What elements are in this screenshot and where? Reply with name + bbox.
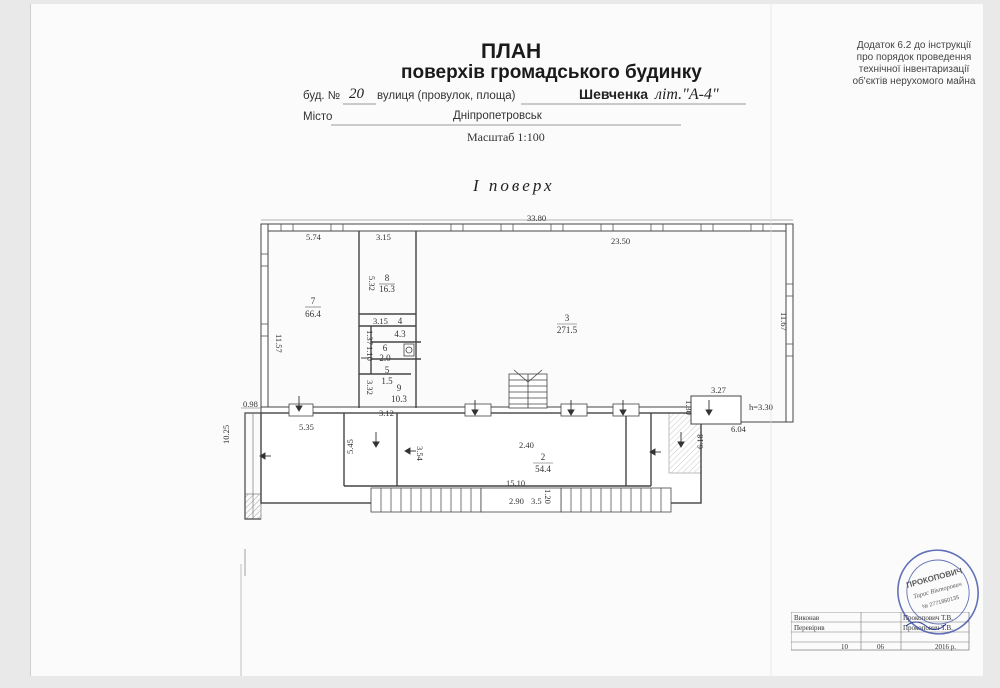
plan-title: ПЛАН xyxy=(481,40,542,63)
sig-date-year: 2016 р. xyxy=(935,643,956,651)
dim-lower-left-h: 10.25 xyxy=(221,425,231,444)
room-7-number: 7 xyxy=(311,296,316,306)
dim-right-ext-w: 3.27 xyxy=(711,385,726,395)
sig-row2-label: Перевірив xyxy=(794,624,825,632)
dim-right-ext-h: 1.30 xyxy=(684,400,694,415)
dim-right-ext-h2: h=3.30 xyxy=(749,402,773,412)
room-3-area: 271.5 xyxy=(557,325,578,335)
dim-room9-h: 3.32 xyxy=(365,380,375,395)
dim-room4-w: 3.15 xyxy=(373,316,388,326)
room-7-area: 66.4 xyxy=(305,309,321,319)
appendix-line-4: об'єктів нерухомого майна xyxy=(852,76,976,87)
scale: Масштаб 1:100 xyxy=(467,130,545,144)
room-6-area: 2.0 xyxy=(379,353,391,363)
dim-room6-h: 1.10 xyxy=(365,346,375,361)
dim-top-right: 23.50 xyxy=(611,236,630,246)
dim-stair-mid: 3.5 xyxy=(531,496,542,506)
form-underlines xyxy=(331,103,746,126)
plan-subtitle: поверхів громадського будинку xyxy=(401,62,702,83)
room-6-number: 6 xyxy=(383,343,388,353)
floor-label: I поверх xyxy=(473,176,555,195)
street-label: вулиця (провулок, площа) xyxy=(377,90,516,102)
interior-walls xyxy=(358,231,421,408)
dimension-lines xyxy=(241,219,793,576)
sig-row1-name: Прокопович Т.В. xyxy=(903,614,953,622)
street-name: Шевченка xyxy=(579,86,649,102)
dim-stair-w: 2.90 xyxy=(509,496,524,506)
room-8-number: 8 xyxy=(385,273,390,283)
room-3-number: 3 xyxy=(565,313,570,323)
city-name: Дніпропетровськ xyxy=(453,110,542,122)
document-sheet: Додаток 6.2 до інструкції про порядок пр… xyxy=(30,4,983,676)
official-stamp: ПРОКОПОВИЧ Тарас Вікторович № 2771860135 xyxy=(897,549,979,635)
dim-total-width: 33.80 xyxy=(527,213,546,223)
lit-designation: літ."А-4" xyxy=(655,86,719,103)
sig-row1-label: Виконав xyxy=(794,614,820,622)
dim-room4-h: 1.37 xyxy=(365,330,375,345)
building-number: 20 xyxy=(349,86,364,102)
room-4-number: 4 xyxy=(398,316,403,326)
dim-vestibule-h: 5.45 xyxy=(345,439,355,454)
appendix-line-3: технічної інвентаризації xyxy=(858,64,970,75)
city-label: Місто xyxy=(303,111,333,123)
dim-room9-w: 3.12 xyxy=(379,408,394,418)
dim-top-mid: 3.15 xyxy=(376,232,391,242)
room-2-area: 54.4 xyxy=(535,464,551,474)
dim-stair-h: 1.20 xyxy=(543,489,553,504)
bottom-stairs xyxy=(370,487,672,513)
appendix-note: Додаток 6.2 до інструкції про порядок пр… xyxy=(839,40,989,88)
room-labels: 7 66.4 8 16.3 3 271.5 4 4.3 6 2.0 5 1.5 … xyxy=(305,273,578,474)
dim-left-offset: 0.98 xyxy=(243,399,258,409)
dimension-texts: 33.80 5.74 3.15 23.50 11.57 11.67 5.32 3… xyxy=(221,213,789,506)
room-8-area: 16.3 xyxy=(379,284,395,294)
floor-plan: 33.80 5.74 3.15 23.50 11.57 11.67 5.32 3… xyxy=(221,4,794,676)
room-5-number: 5 xyxy=(385,365,390,375)
sig-date-month: 06 xyxy=(877,643,885,651)
dim-right-low-h: 6.18 xyxy=(695,434,705,449)
room-2-number: 2 xyxy=(541,452,546,462)
appendix-line-2: про порядок проведення xyxy=(856,52,972,63)
dim-corridor-h: 3.54 xyxy=(415,446,425,462)
appendix-line-1: Додаток 6.2 до інструкції xyxy=(856,40,972,51)
stamp-number: № 2771860135 xyxy=(922,595,960,611)
dim-corridor-w: 2.40 xyxy=(519,440,534,450)
sig-date-day: 10 xyxy=(841,643,849,651)
dim-room8-h: 5.32 xyxy=(367,276,377,291)
room-4-area: 4.3 xyxy=(394,329,406,339)
dim-left-height: 11.57 xyxy=(274,334,284,353)
dim-right-low-w: 6.04 xyxy=(731,424,747,434)
central-stair xyxy=(508,369,548,409)
door-arrows xyxy=(259,357,713,460)
dim-lower-left-w: 5.35 xyxy=(299,422,314,432)
dim-bottom-w: 15.10 xyxy=(506,478,525,488)
dim-top-left: 5.74 xyxy=(306,232,322,242)
room-5-area: 1.5 xyxy=(381,376,393,386)
dim-right-height: 11.67 xyxy=(779,312,789,331)
room-9-area: 10.3 xyxy=(391,394,407,404)
room-9-number: 9 xyxy=(397,383,402,393)
building-label: буд. № xyxy=(303,90,341,102)
signature-table: Виконав Прокопович Т.В. Перевірив Прокоп… xyxy=(791,612,970,651)
